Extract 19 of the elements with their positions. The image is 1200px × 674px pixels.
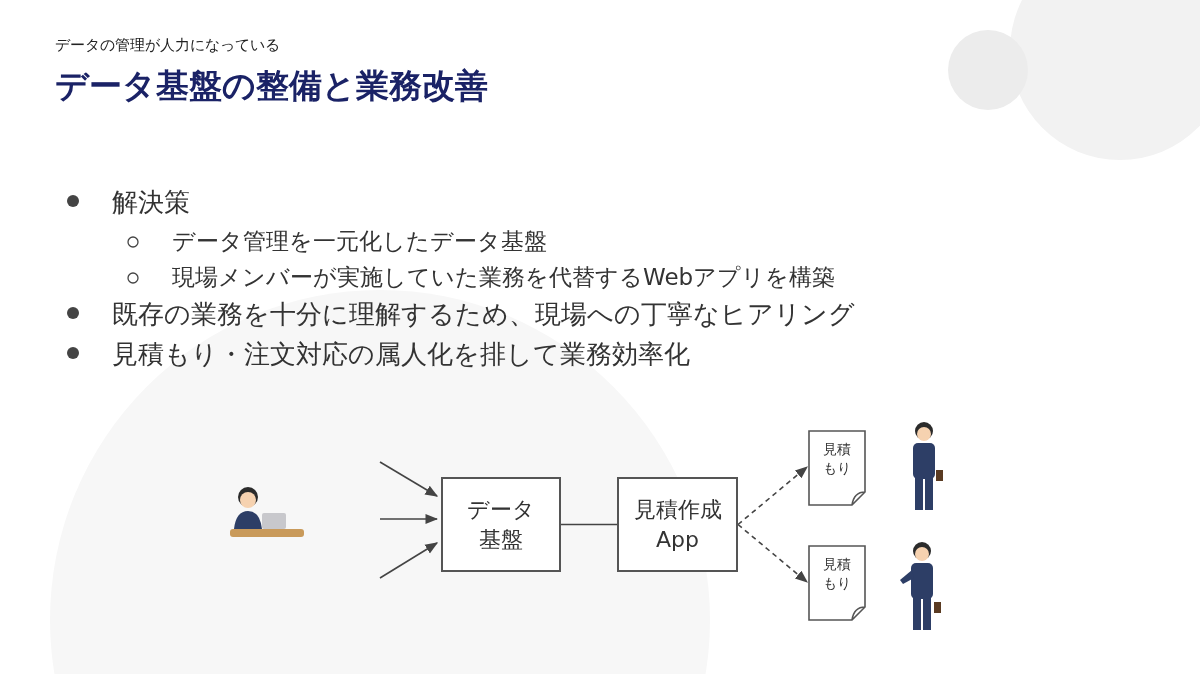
process-box: データ基盤 [441,477,561,572]
bullet-text: 見積もり・注文対応の属人化を排して業務効率化 [112,338,690,371]
slide-title: データ基盤の整備と業務改善 [55,65,488,107]
arrow [737,466,808,526]
process-box: 見積作成App [617,477,738,572]
document-shape [808,545,866,621]
arrow [737,523,808,583]
arrow [379,513,439,525]
arrow [379,542,439,579]
bullet-text: 解決策 [112,186,190,219]
document-label: 見積もり [822,440,852,478]
bullet-text: 既存の業務を十分に理解するため、現場への丁寧なヒアリング [112,298,855,331]
bullet-text: データ管理を一元化したデータ基盤 [172,227,547,256]
document-label: 見積もり [822,555,852,593]
bullet-text: 現場メンバーが実施していた業務を代替するWebアプリを構築 [172,263,836,292]
document-shape [808,430,866,506]
subtitle: データの管理が人力になっている [55,36,280,55]
connector-line [560,523,618,526]
arrow [379,461,439,497]
